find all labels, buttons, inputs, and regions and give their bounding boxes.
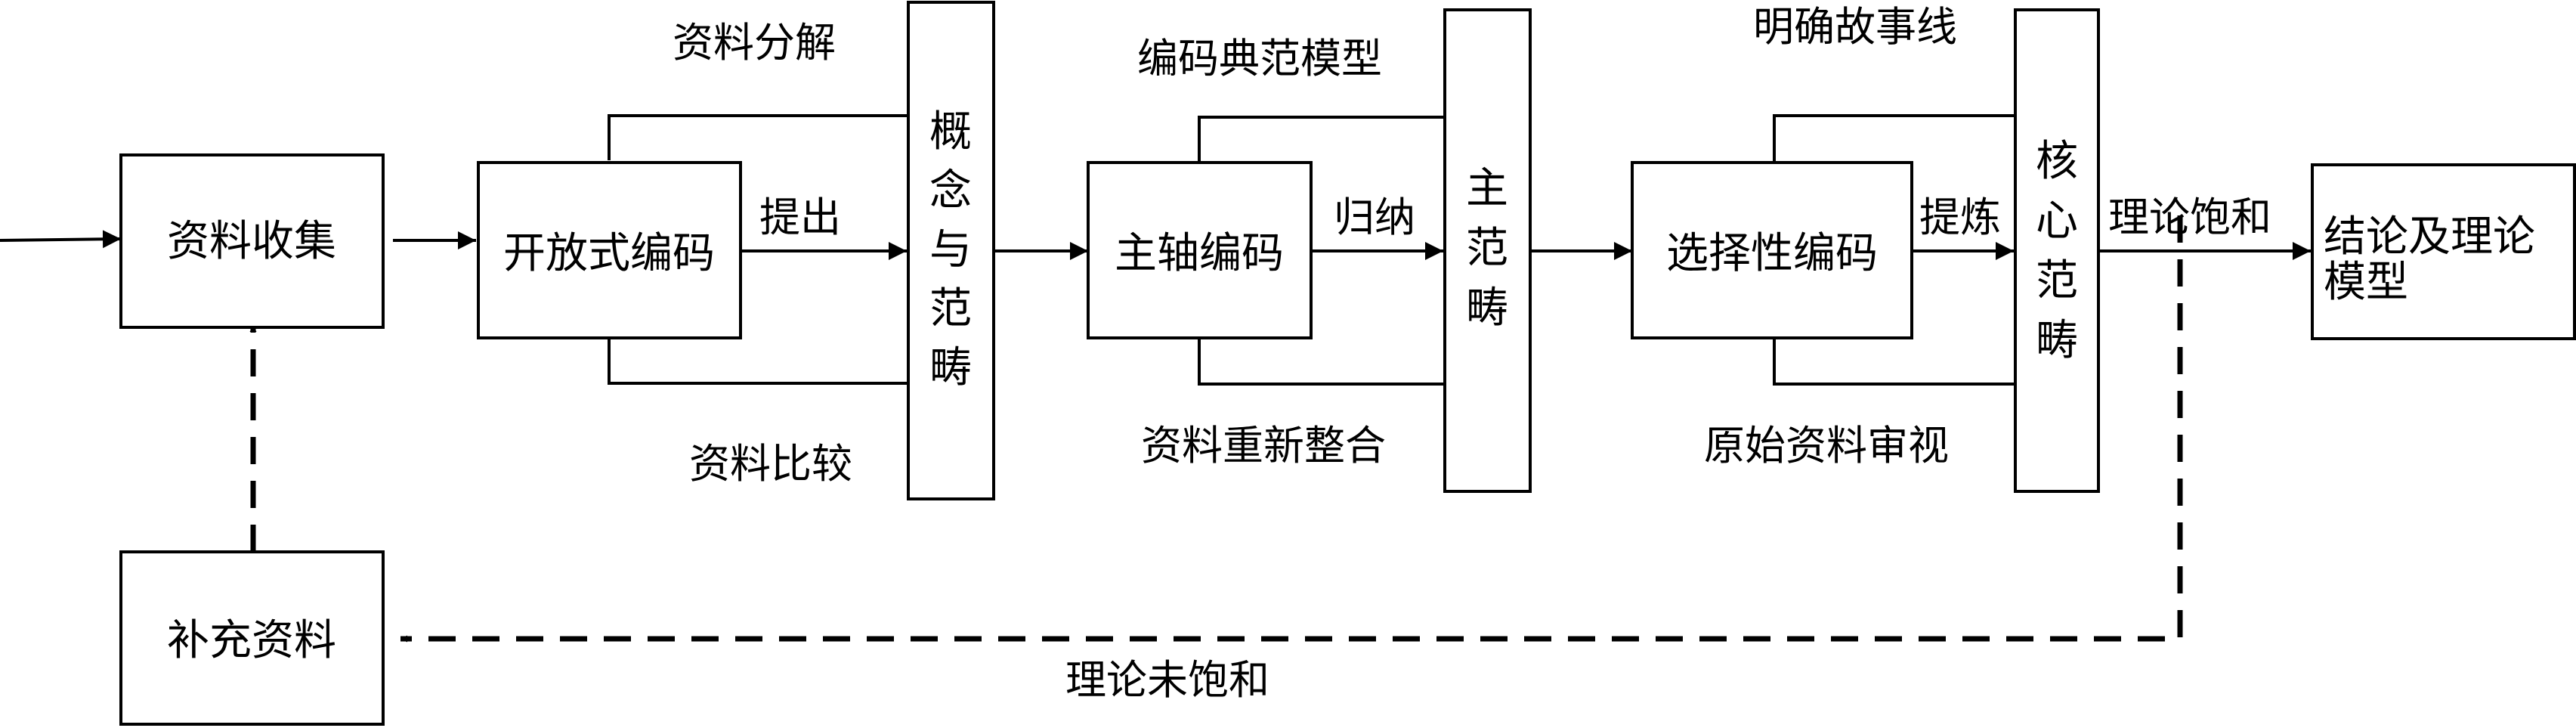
label-unsaturated: 理论未饱和 bbox=[1065, 656, 1269, 704]
concepts-char-3: 与 bbox=[929, 225, 972, 274]
label-propose: 提出 bbox=[759, 194, 841, 241]
main-category-box bbox=[1443, 8, 1532, 493]
label-compare: 资料比较 bbox=[689, 440, 852, 488]
core-category-char-4: 畴 bbox=[2036, 316, 2078, 365]
label-decompose: 资料分解 bbox=[673, 19, 836, 67]
bracket-selective-top bbox=[1773, 114, 2014, 163]
supplement-box bbox=[119, 550, 385, 726]
concepts-char-4: 范 bbox=[929, 284, 972, 333]
collect-box bbox=[119, 153, 385, 329]
label-storyline: 明确故事线 bbox=[1753, 3, 1957, 51]
label-paradigm: 编码典范模型 bbox=[1137, 35, 1382, 82]
bracket-open-top bbox=[608, 114, 907, 160]
conclusion-box bbox=[2311, 163, 2576, 340]
selective-coding-box bbox=[1631, 161, 1913, 339]
label-induce: 归纳 bbox=[1334, 194, 1415, 241]
bracket-open-bottom bbox=[608, 338, 907, 385]
open-coding-box bbox=[477, 161, 742, 339]
conclusion-label-line-2: 模型 bbox=[2324, 258, 2408, 307]
concepts-box bbox=[907, 1, 995, 500]
core-category-box bbox=[2014, 8, 2100, 493]
supplement-label: 补充资料 bbox=[167, 616, 336, 665]
concepts-char-1: 概 bbox=[929, 107, 972, 156]
label-saturated: 理论饱和 bbox=[2108, 194, 2271, 241]
bracket-axial-top bbox=[1198, 116, 1443, 163]
conclusion-label-line-1: 结论及理论 bbox=[2324, 212, 2535, 262]
axial-coding-label: 主轴编码 bbox=[1115, 229, 1284, 278]
dashed-unsaturated-loop bbox=[400, 215, 2183, 643]
bracket-selective-bottom bbox=[1773, 338, 2014, 386]
main-category-char-1: 主 bbox=[1466, 164, 1508, 213]
concepts-char-2: 念 bbox=[929, 166, 972, 215]
entry-arrow bbox=[0, 230, 122, 249]
core-category-char-2: 心 bbox=[2036, 197, 2078, 246]
axial-coding-box bbox=[1087, 161, 1313, 339]
label-refine: 提炼 bbox=[1919, 194, 2001, 241]
collect-label: 资料收集 bbox=[167, 217, 336, 266]
main-category-char-3: 畴 bbox=[1466, 283, 1508, 333]
core-category-char-3: 范 bbox=[2036, 256, 2078, 305]
label-reintegrate: 资料重新整合 bbox=[1141, 422, 1386, 469]
bracket-axial-bottom bbox=[1198, 338, 1443, 386]
main-category-char-2: 范 bbox=[1466, 224, 1508, 273]
selective-coding-label: 选择性编码 bbox=[1666, 229, 1878, 278]
core-category-char-1: 核 bbox=[2036, 137, 2078, 186]
open-coding-label: 开放式编码 bbox=[503, 229, 715, 278]
label-review: 原始资料审视 bbox=[1704, 422, 1949, 469]
concepts-char-5: 畴 bbox=[929, 343, 972, 392]
